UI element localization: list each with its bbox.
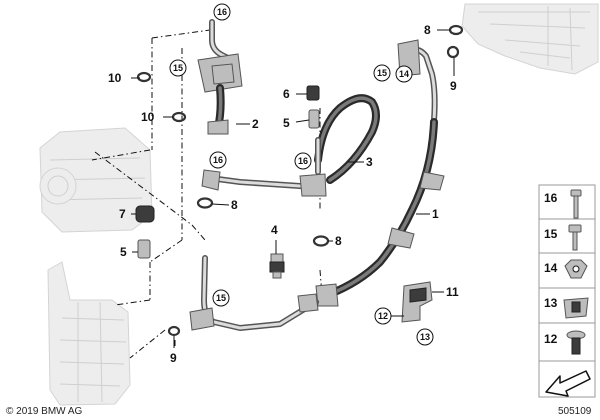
svg-text:13: 13: [544, 296, 558, 310]
hose-2: [197, 19, 243, 135]
circled-callout-16-mid-right: 16: [294, 152, 312, 170]
circled-callout-15-lower: 15: [212, 289, 230, 307]
svg-text:16: 16: [544, 191, 558, 205]
callout-9-top: 9: [450, 79, 457, 93]
valve-5-lower: [137, 239, 151, 259]
flange-screw-icon: [566, 330, 586, 355]
callout-8-top: 8: [424, 23, 431, 37]
callout-8-low: 8: [335, 234, 342, 248]
callout-6: 6: [283, 87, 290, 101]
svg-text:13: 13: [420, 332, 430, 342]
cage-nut-icon: [563, 297, 589, 319]
lower-pipe: [189, 255, 319, 331]
circled-callout-12: 12: [374, 307, 392, 325]
svg-text:15: 15: [377, 68, 387, 78]
svg-text:14: 14: [544, 261, 558, 275]
ghost-evaporator-housing: [461, 3, 599, 75]
callout-4: 4: [271, 223, 278, 237]
svg-text:12: 12: [378, 311, 388, 321]
circled-callout-14: 14: [395, 65, 413, 83]
circled-callout-16-mid-left: 16: [209, 151, 227, 169]
torx-bolt-icon: [570, 189, 582, 219]
svg-text:14: 14: [399, 69, 409, 79]
valve-5-upper: [308, 109, 320, 129]
svg-text:15: 15: [544, 227, 558, 241]
svg-text:16: 16: [298, 156, 308, 166]
arrow-icon: [545, 370, 591, 397]
svg-text:15: 15: [173, 63, 183, 73]
callout-10-mid: 10: [141, 110, 155, 124]
svg-text:15: 15: [216, 293, 226, 303]
hex-nut-icon: [564, 259, 588, 279]
hose-3: [201, 94, 380, 197]
legend-item-15: 15: [538, 218, 596, 258]
callout-2: 2: [252, 117, 259, 131]
callout-8-mid: 8: [231, 198, 238, 212]
leader-lines: [91, 29, 323, 359]
svg-text:16: 16: [213, 155, 223, 165]
callout-7: 7: [119, 207, 126, 221]
hex-bolt-icon: [568, 224, 582, 251]
cap-7: [135, 205, 155, 223]
legend-item-arrow: [538, 360, 596, 398]
line-1: [315, 39, 445, 307]
legend-item-16: 16: [538, 184, 596, 226]
svg-text:16: 16: [217, 7, 227, 17]
circled-callout-15-right: 15: [373, 64, 391, 82]
circled-callout-16-top: 16: [213, 3, 231, 21]
copyright-text: © 2019 BMW AG: [6, 406, 83, 417]
circled-callouts: 12 13 14 15 15 15 16 16: [169, 3, 434, 346]
legend-item-12: 12: [538, 322, 596, 362]
circled-callout-15-upper-left: 15: [169, 59, 187, 77]
legend-item-14: 14: [538, 252, 596, 290]
callout-5-upper: 5: [283, 116, 290, 130]
circled-callout-13: 13: [416, 328, 434, 346]
callout-11: 11: [446, 285, 459, 299]
callout-5-lower: 5: [120, 245, 127, 259]
callout-numbers: 1 2 3 4 5 5 6 7 8 8 8 9 9 10 10 11: [108, 23, 459, 365]
valve-6: [306, 85, 320, 101]
callout-9-bottom: 9: [170, 351, 177, 365]
callout-10-top: 10: [108, 71, 122, 85]
fastener-legend: 16 15 14 13: [538, 184, 596, 398]
callout-1: 1: [432, 207, 439, 221]
diagram-number: 505109: [558, 406, 592, 417]
bracket-11: [401, 281, 433, 323]
ghost-compressor: [39, 127, 153, 233]
ghost-condenser-assembly: [47, 261, 131, 406]
pressure-sensor-4: [269, 253, 285, 279]
svg-text:12: 12: [544, 332, 558, 346]
callout-3: 3: [366, 155, 373, 169]
legend-item-13: 13: [538, 287, 596, 325]
callout-leaders: [131, 29, 455, 348]
